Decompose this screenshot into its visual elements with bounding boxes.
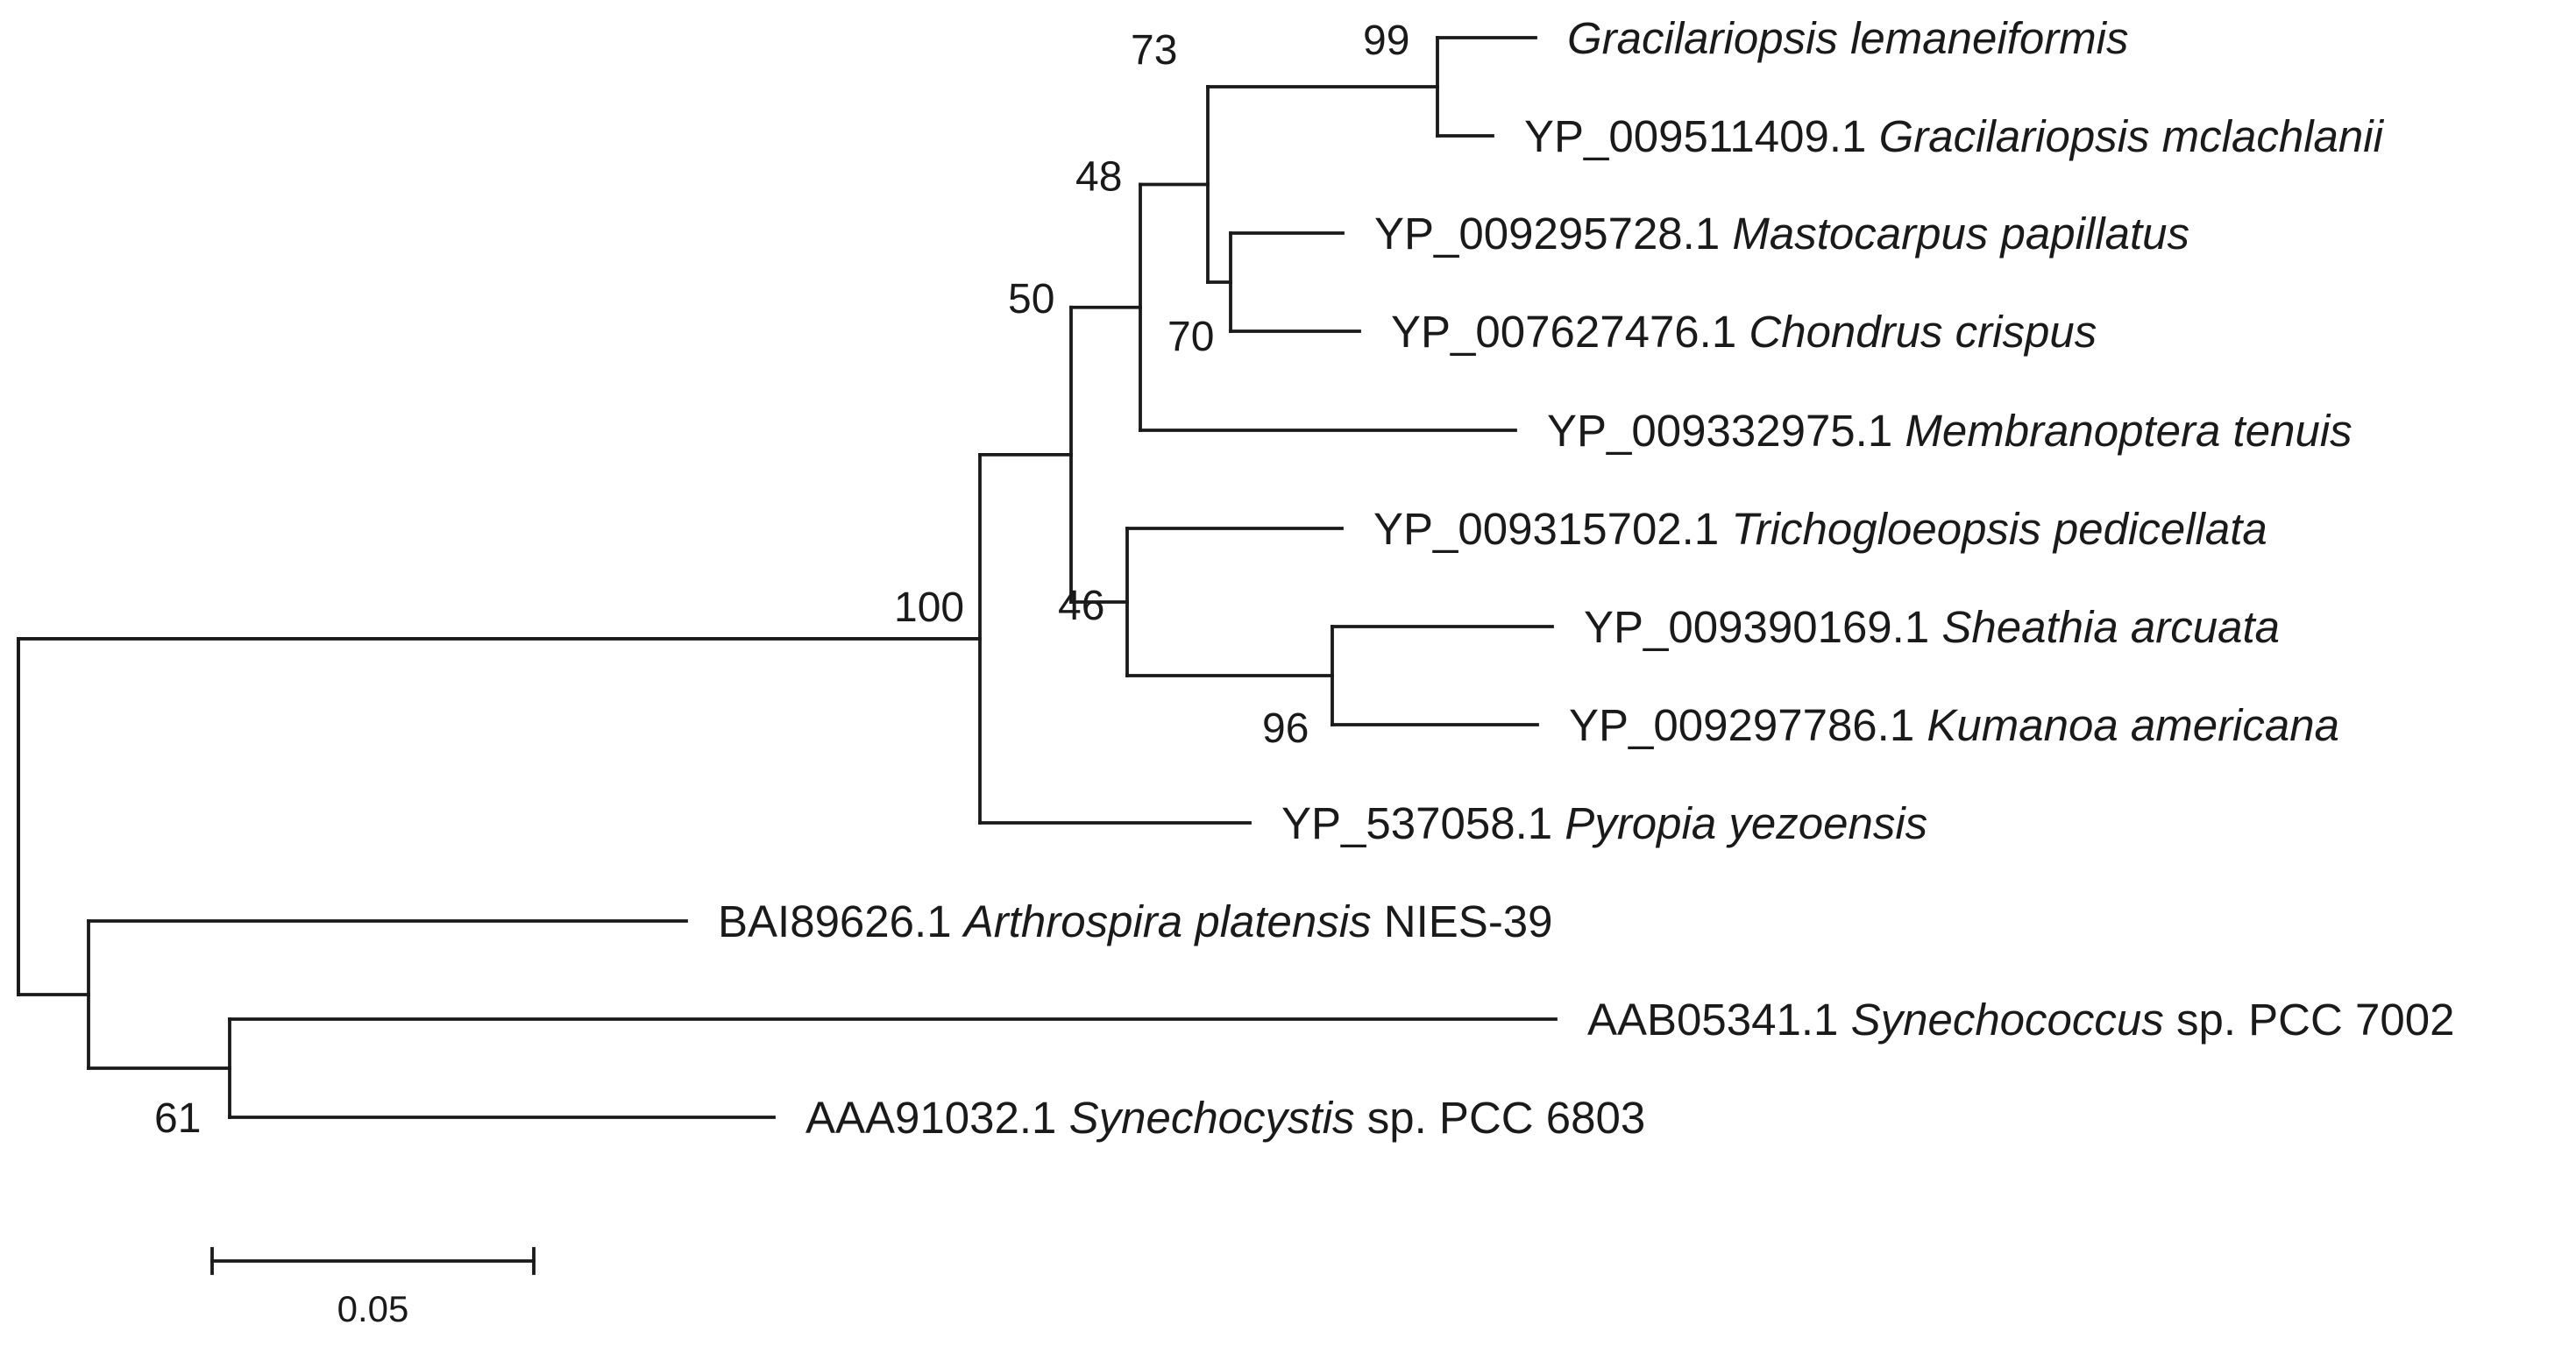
leaf-label-gmcl: YP_009511409.1 Gracilariopsis mclachlani… xyxy=(1524,111,2385,161)
leaf-label-kame: YP_009297786.1 Kumanoa americana xyxy=(1569,700,2339,750)
leaf-label-tped: YP_009315702.1 Trichogloeopsis pedicella… xyxy=(1373,504,2267,554)
bootstrap-n_61: 61 xyxy=(154,1095,201,1142)
leaf-accession: YP_009315702.1 xyxy=(1373,504,1731,554)
leaf-label-sycy: AAA91032.1 Synechocystis sp. PCC 6803 xyxy=(805,1093,1645,1143)
leaf-species: Pyropia yezoensis xyxy=(1565,798,1927,848)
scale-bar: 0.05 xyxy=(210,1247,536,1329)
leaf-accession: YP_009332975.1 xyxy=(1547,406,1905,456)
leaf-label-mpap: YP_009295728.1 Mastocarpus papillatus xyxy=(1374,209,2189,259)
leaf-label-glem: Gracilariopsis lemaneiformis xyxy=(1567,13,2129,63)
bootstrap-n_gracil: 99 xyxy=(1363,18,1409,64)
leaf-species: Gracilariopsis mclachlanii xyxy=(1879,111,2385,161)
bootstrap-values: 99 73 70 48 50 100 46 96 61 xyxy=(154,18,1409,1142)
leaf-suffix: NIES-39 xyxy=(1372,896,1553,946)
leaf-label-syco: AAB05341.1 Synechococcus sp. PCC 7002 xyxy=(1587,995,2454,1045)
leaf-label-apla: BAI89626.1 Arthrospira platensis NIES-39 xyxy=(718,896,1553,946)
leaf-accession: BAI89626.1 xyxy=(718,896,964,946)
leaf-species: Synechocystis xyxy=(1069,1093,1355,1143)
leaf-species: Membranoptera tenuis xyxy=(1905,406,2352,456)
leaf-label-ccri: YP_007627476.1 Chondrus crispus xyxy=(1391,307,2097,357)
leaf-accession: YP_009511409.1 xyxy=(1524,111,1879,161)
leaf-accession: YP_009297786.1 xyxy=(1569,700,1927,750)
leaf-species: Arthrospira platensis xyxy=(962,896,1372,946)
leaf-suffix: sp. PCC 7002 xyxy=(2164,995,2455,1045)
leaf-accession: YP_007627476.1 xyxy=(1391,307,1749,357)
leaf-accession: YP_537058.1 xyxy=(1281,798,1565,848)
bootstrap-n_96: 96 xyxy=(1262,705,1309,752)
bootstrap-n_50: 50 xyxy=(1008,276,1054,322)
leaf-labels: Gracilariopsis lemaneiformisYP_009511409… xyxy=(718,13,2454,1143)
leaf-accession: YP_009390169.1 xyxy=(1584,602,1941,652)
leaf-species: Mastocarpus papillatus xyxy=(1732,209,2189,259)
bootstrap-n_73: 73 xyxy=(1131,27,1177,74)
leaf-species: Gracilariopsis lemaneiformis xyxy=(1567,13,2129,63)
leaf-accession: AAA91032.1 xyxy=(805,1093,1069,1143)
leaf-species: Synechococcus xyxy=(1851,995,2164,1045)
leaf-accession: AAB05341.1 xyxy=(1587,995,1851,1045)
leaf-label-pyez: YP_537058.1 Pyropia yezoensis xyxy=(1281,798,1927,848)
leaf-accession: YP_009295728.1 xyxy=(1374,209,1732,259)
scale-bar-label: 0.05 xyxy=(337,1288,409,1329)
leaf-suffix: sp. PCC 6803 xyxy=(1355,1093,1646,1143)
tree-branches xyxy=(17,36,1558,1119)
bootstrap-n_48: 48 xyxy=(1075,154,1122,201)
leaf-label-mten: YP_009332975.1 Membranoptera tenuis xyxy=(1547,406,2352,456)
bootstrap-n_46: 46 xyxy=(1058,583,1104,629)
bootstrap-n_70: 70 xyxy=(1167,314,1214,360)
leaf-species: Sheathia arcuata xyxy=(1941,602,2280,652)
leaf-species: Chondrus crispus xyxy=(1749,307,2097,357)
leaf-label-sarc: YP_009390169.1 Sheathia arcuata xyxy=(1584,602,2280,652)
bootstrap-n_100: 100 xyxy=(894,584,964,631)
leaf-species: Kumanoa americana xyxy=(1927,700,2339,750)
leaf-species: Trichogloeopsis pedicellata xyxy=(1731,504,2267,554)
